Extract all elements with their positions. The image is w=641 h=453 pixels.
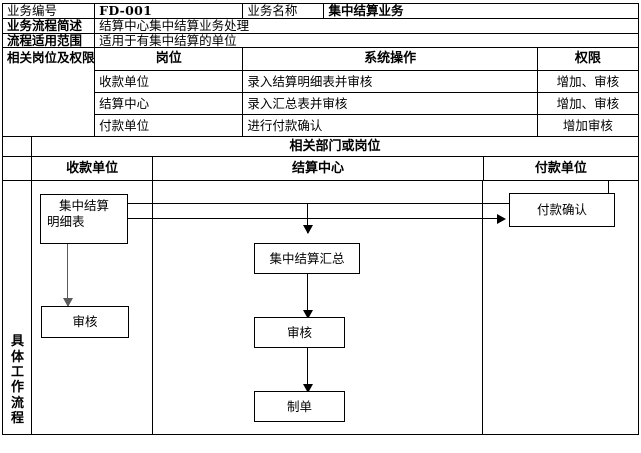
lane-header-payer: 付款单位 <box>482 156 640 182</box>
node-label-line2: 明细表 <box>47 213 85 229</box>
name-value: 集中结算业务 <box>323 3 639 19</box>
summary-value: 结算中心集中结算业务处理 <box>94 17 639 34</box>
col-header-post: 岗位 <box>94 47 244 72</box>
table-row-roles-header: 相关岗位及权限 岗位 系统操作 权限 <box>1 47 640 138</box>
node-audit-payee[interactable]: 审核 <box>41 306 129 339</box>
side-label-char: 具 <box>10 334 24 350</box>
side-label-spacer <box>1 136 33 158</box>
summary-label: 业务流程简述 <box>1 17 96 34</box>
node-settlement-summary[interactable]: 集中结算汇总 <box>254 243 360 275</box>
roles-label: 相关岗位及权限 <box>1 47 96 138</box>
role-operation: 录入汇总表并审核 <box>242 92 538 116</box>
table-row-summary: 业务流程简述 结算中心集中结算业务处理 <box>1 17 639 34</box>
table-row-code: 业务编号 FD-001 业务名称 集中结算业务 <box>1 3 639 19</box>
name-label: 业务名称 <box>242 3 325 19</box>
side-label-char: 工 <box>10 364 24 380</box>
connector-return-top <box>91 203 609 205</box>
node-audit-settlement[interactable]: 审核 <box>254 317 345 349</box>
lane-divider-payee <box>152 181 153 435</box>
side-label-spacer <box>1 156 33 182</box>
arrow-into-confirm <box>497 214 506 225</box>
col-header-operation: 系统操作 <box>242 47 538 72</box>
lane-divider-payer <box>482 181 483 435</box>
connector-summary-to-audit2 <box>307 273 308 319</box>
node-settlement-detail[interactable]: 集中结算 明细表 <box>40 194 128 245</box>
connector-detail-to-audit1 <box>67 244 68 307</box>
arrow-into-audit2 <box>303 310 313 320</box>
node-payment-confirm[interactable]: 付款确认 <box>509 193 615 228</box>
code-label: 业务编号 <box>1 3 96 19</box>
role-post: 付款单位 <box>94 114 244 138</box>
side-label-char: 程 <box>10 410 24 426</box>
lane-header-settlement: 结算中心 <box>152 156 484 182</box>
arrow-into-summary <box>303 225 313 235</box>
scope-label: 流程适用范围 <box>1 32 96 49</box>
role-operation: 录入结算明细表并审核 <box>242 70 538 94</box>
role-operation: 进行付款确认 <box>242 114 538 138</box>
table-row-scope: 流程适用范围 适用于有集中结算的单位 <box>1 32 639 49</box>
scope-value: 适用于有集中结算的单位 <box>94 32 639 49</box>
side-label-char: 作 <box>10 380 24 396</box>
business-info-table: 业务编号 FD-001 业务名称 集中结算业务 业务流程简述 结算中心集中结算业… <box>1 3 640 138</box>
col-header-authority: 权限 <box>536 47 640 72</box>
flow-lanes-row: 收款单位 结算中心 付款单位 <box>1 156 640 182</box>
table-row-role: 收款单位 录入结算明细表并审核 增加、审核 <box>3 70 640 94</box>
arrow-into-voucher <box>303 384 313 394</box>
side-label-char: 流 <box>10 395 24 411</box>
side-label-char: 体 <box>10 349 24 365</box>
connector-audit2-to-voucher <box>307 347 308 394</box>
code-value: FD-001 <box>94 3 244 19</box>
flow-banner: 相关部门或岗位 <box>31 136 639 158</box>
node-voucher[interactable]: 制单 <box>254 391 345 423</box>
flow-banner-row: 相关部门或岗位 <box>1 136 639 158</box>
arrow-into-audit1 <box>63 298 73 308</box>
node-label-line1: 集中结算 <box>58 198 109 214</box>
table-row-role: 结算中心 录入汇总表并审核 增加、审核 <box>3 92 640 116</box>
node-label: 制单 <box>286 398 312 414</box>
node-label: 集中结算汇总 <box>269 250 345 266</box>
flow-lane-header-table: 相关部门或岗位 收款单位 结算中心 付款单位 <box>1 136 640 182</box>
role-post: 结算中心 <box>94 92 244 116</box>
table-row-role: 付款单位 进行付款确认 增加审核 <box>3 114 640 138</box>
connector-detail-to-confirm <box>91 218 501 220</box>
node-label: 审核 <box>72 314 98 330</box>
flow-side-label: 具 体 工 作 流 程 <box>3 334 32 426</box>
connector-payer-down <box>608 181 609 205</box>
role-post: 收款单位 <box>94 70 244 94</box>
role-authority: 增加、审核 <box>536 92 640 116</box>
node-label: 审核 <box>286 324 312 340</box>
lane-divider-side <box>31 181 32 435</box>
role-authority: 增加审核 <box>536 114 640 138</box>
node-label: 付款确认 <box>536 202 587 218</box>
role-authority: 增加、审核 <box>536 70 640 94</box>
lane-header-payee: 收款单位 <box>31 156 154 182</box>
flow-chart-body: 具 体 工 作 流 程 <box>2 181 639 436</box>
